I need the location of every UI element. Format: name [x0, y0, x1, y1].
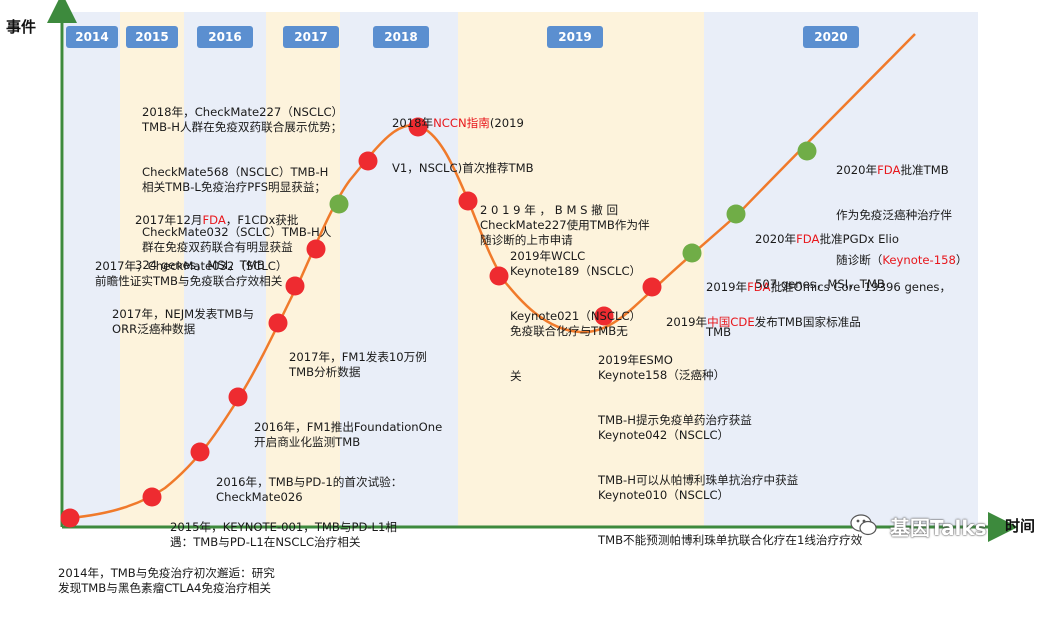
event-label-2016-checkmate026: 2016年，TMB与PD-1的首次试验：CheckMate026 — [216, 475, 403, 504]
curve-layer — [47, 0, 1018, 542]
event-node-17 — [797, 141, 817, 161]
event-nodes — [60, 117, 817, 528]
event-node-9 — [358, 151, 378, 171]
event-node-11 — [458, 191, 478, 211]
year-band-2017 — [266, 12, 340, 527]
event-node-4 — [228, 387, 248, 407]
year-pill-2017: 2017 — [283, 26, 339, 48]
event-node-12 — [489, 266, 509, 286]
event-node-3 — [190, 442, 210, 462]
y-axis-label: 事件 — [6, 18, 37, 36]
year-band-2018 — [340, 12, 458, 527]
event-label-2018-checkmate: 2018年，CheckMate227（NSCLC）TMB-H人群在免疫双药联合展… — [142, 105, 344, 254]
event-label-2017-f1cdx: 2017年12月FDA，F1CDx获批 324 genes，MSI，TMB — [135, 213, 299, 272]
tmb-timeline-diagram: 2014 2015 2016 2017 2018 2019 2020 事件 时间… — [6, 0, 1036, 595]
event-node-10 — [408, 117, 428, 137]
event-label-2020-pgdx: 2020年FDA批准PGDx Elio 507 genes，MSI，TMB — [755, 232, 899, 291]
event-label-2017-checkmate032: 2017年，CheckMate032（SCLC）前瞻性证实TMB与免疫联合疗效相… — [95, 259, 288, 288]
event-label-2015-keynote001: 2015年，KEYNOTE-001，TMB与PD-L1相遇：TMB与PD-L1在… — [170, 520, 397, 549]
wechat-icon — [850, 514, 877, 536]
event-node-14 — [642, 277, 662, 297]
event-label-2018-nccn: 2018年NCCN指南(2019 V1，NSCLC)首次推荐TMB — [392, 116, 534, 175]
year-band-2015 — [120, 12, 184, 527]
event-node-13 — [594, 306, 614, 326]
event-label-2019-omics: 2019年FDA批准Omics Core 19396 genes， TMB — [706, 280, 952, 339]
year-band-2014 — [64, 12, 120, 527]
event-node-5 — [268, 313, 288, 333]
year-band-2020 — [704, 12, 978, 527]
watermark-text: 基因Talks — [890, 516, 987, 540]
event-label-2020-keynote158: 2020年FDA批准TMB 作为免疫泛癌种治疗伴 随诊断（Keynote-158… — [836, 163, 968, 267]
event-node-15 — [682, 243, 702, 263]
year-pill-2016: 2016 — [197, 26, 253, 48]
year-pill-2020: 2020 — [803, 26, 859, 48]
event-node-7 — [306, 239, 326, 259]
event-node-16 — [726, 204, 746, 224]
event-node-2 — [142, 487, 162, 507]
year-pill-2019: 2019 — [547, 26, 603, 48]
year-pill-2015: 2015 — [126, 26, 178, 48]
year-band-2016 — [184, 12, 266, 527]
year-pill-2014: 2014 — [66, 26, 118, 48]
event-label-2019-cde: 2019年中国CDE发布TMB国家标准品 — [666, 315, 861, 329]
x-axis-label: 时间 — [1005, 517, 1036, 535]
event-node-1 — [60, 508, 80, 528]
event-node-8 — [329, 194, 349, 214]
year-pill-2018: 2018 — [373, 26, 429, 48]
event-node-6 — [285, 276, 305, 296]
